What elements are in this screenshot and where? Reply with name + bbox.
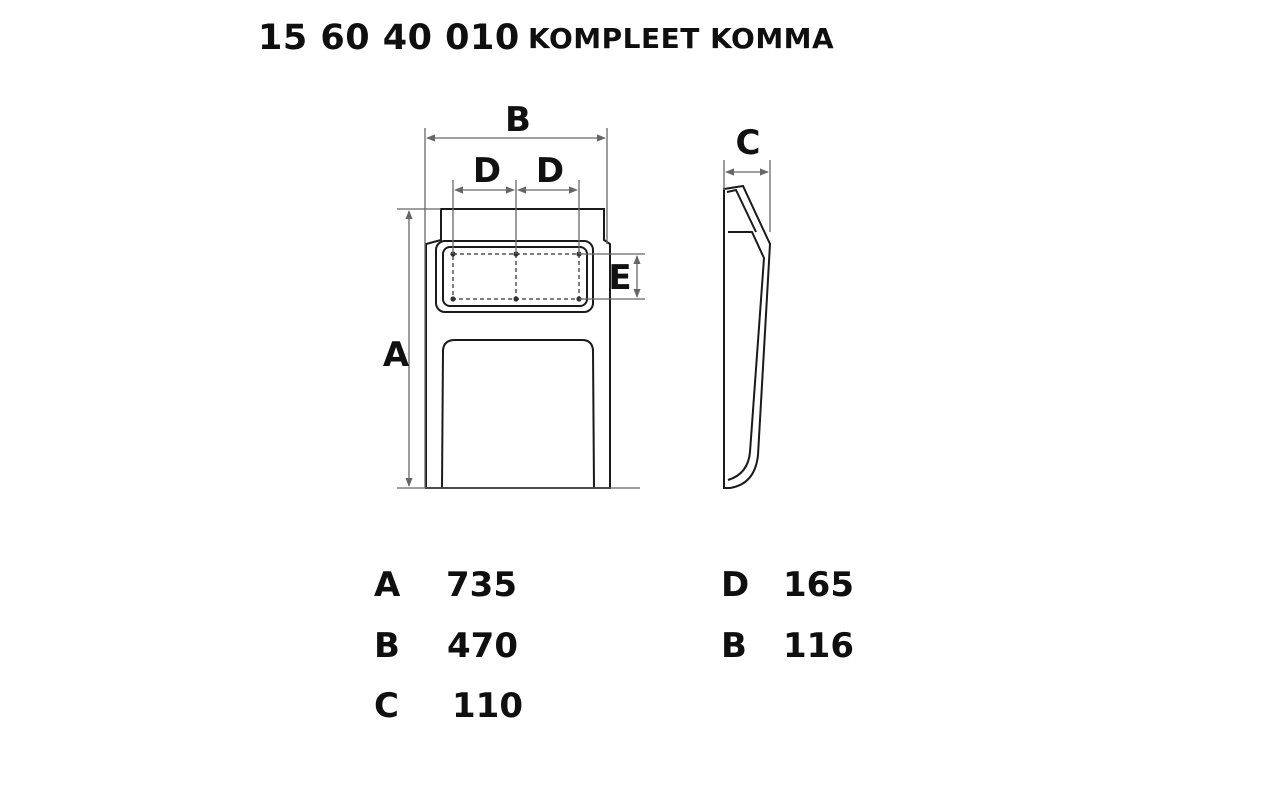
spec-value: 165 (783, 565, 854, 605)
lower-panel (441, 339, 595, 489)
spec-key: C (374, 686, 399, 726)
side-outline (723, 184, 772, 489)
spec-value: 470 (447, 626, 518, 666)
product-name: KOMPLEET KOMMA (528, 22, 835, 55)
spec-value: 110 (452, 686, 523, 726)
side-view (723, 184, 772, 489)
spec-value: 116 (783, 626, 854, 666)
side-top-fold (726, 188, 757, 233)
label-frame (435, 240, 594, 313)
dimension-label-a: A (383, 335, 410, 375)
spec-key: B (374, 626, 400, 666)
label-frame-inner (442, 246, 588, 307)
dimension-label-d-right: D (536, 151, 564, 191)
spec-key: A (374, 565, 401, 605)
bolt-hole (450, 296, 456, 302)
bolt-hole (513, 296, 519, 302)
dimension-label-c: C (736, 123, 761, 163)
side-inner-line (727, 231, 766, 481)
dimension-c (723, 160, 771, 232)
dimension-label-e: E (608, 258, 631, 298)
spec-key: B (721, 626, 747, 666)
product-code: 15 60 40 010 (258, 18, 520, 58)
dimension-d (452, 180, 580, 254)
dimension-a (397, 208, 640, 489)
dimension-label-d-left: D (473, 151, 501, 191)
spec-value: 735 (446, 565, 517, 605)
spec-key: D (721, 565, 750, 605)
dimension-label-b: B (505, 100, 531, 140)
dimension-e (579, 253, 645, 300)
dimension-b (424, 128, 608, 488)
bolt-pattern (450, 251, 582, 302)
